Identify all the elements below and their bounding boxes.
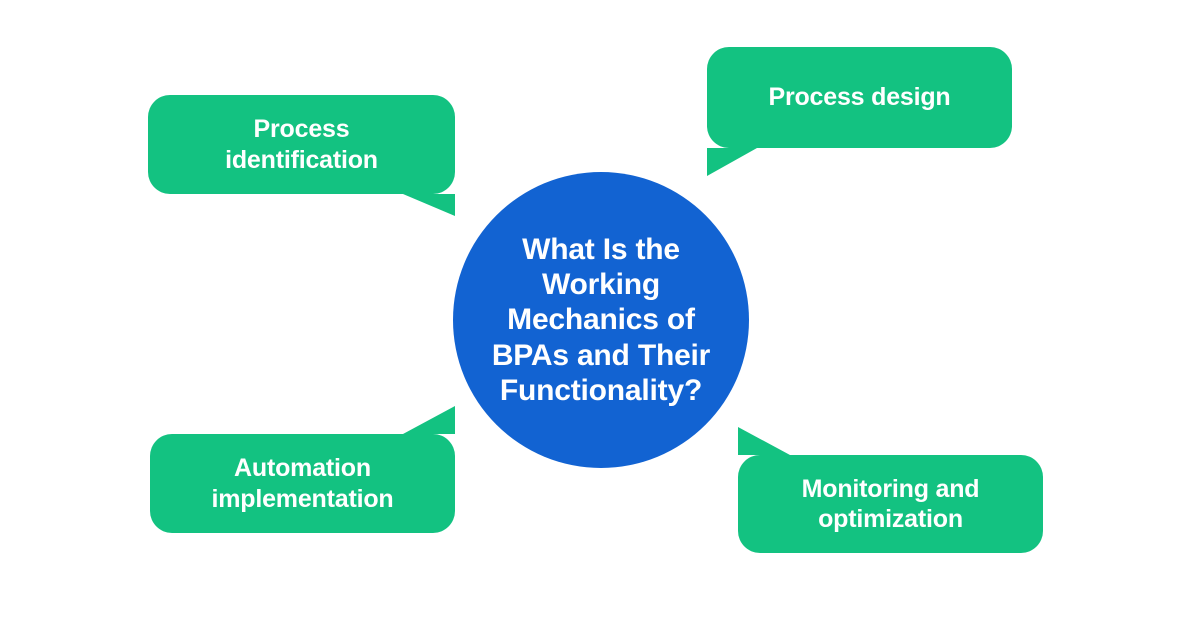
speech-bubble-tail-icon (707, 148, 757, 176)
bubble-monitoring-optimization[interactable]: Monitoring and optimization (738, 427, 1043, 553)
center-node-question[interactable]: What Is the Working Mechanics of BPAs an… (453, 172, 749, 468)
speech-bubble-tail-icon (403, 406, 455, 434)
bubble-process-design[interactable]: Process design (707, 47, 1012, 176)
bubble-process-identification[interactable]: Process identification (148, 95, 455, 216)
bubble-label-process-identification: Process identification (225, 115, 378, 174)
bubble-label-automation-implementation: Automation implementation (211, 454, 394, 513)
bubble-automation-implementation[interactable]: Automation implementation (150, 406, 455, 533)
bubble-label-process-design: Process design (768, 83, 951, 112)
speech-bubble-tail-icon (738, 427, 790, 455)
center-node-label: What Is the Working Mechanics of BPAs an… (491, 232, 711, 408)
speech-bubble-tail-icon (403, 194, 455, 216)
bubble-label-monitoring-optimization: Monitoring and optimization (801, 474, 980, 534)
